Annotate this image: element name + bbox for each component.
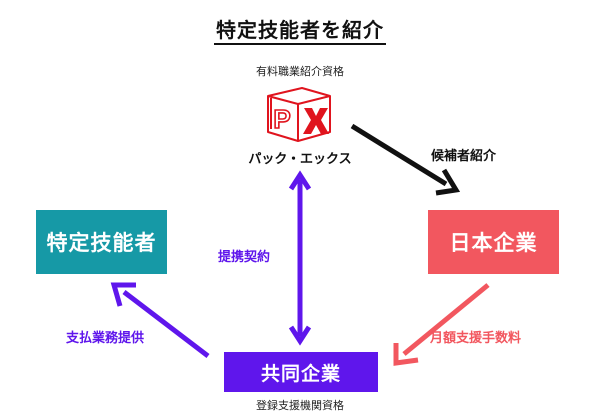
logo-label: パック・エックス (248, 152, 352, 167)
arrow-support-service (110, 282, 210, 358)
node-skilled-worker-label: 特定技能者 (46, 230, 157, 255)
pack-x-logo-icon: P (267, 87, 331, 142)
edge-label-referral: 候補者紹介 (431, 149, 497, 164)
arrow-referral (350, 123, 461, 196)
top-caption: 有料職業紹介資格 (256, 65, 344, 78)
edge-label-monthly-fee: 月額支援手数料 (430, 331, 522, 346)
node-skilled-worker: 特定技能者 (36, 210, 167, 274)
bottom-caption: 登録支援機関資格 (256, 399, 344, 412)
diagram-title: 特定技能者を紹介 (0, 18, 600, 45)
edge-label-support-service: 支払業務提供 (66, 331, 145, 346)
node-joint-company-label: 共同企業 (260, 362, 341, 385)
diagram-title-text: 特定技能者を紹介 (214, 18, 386, 45)
node-japanese-company: 日本企業 (428, 210, 559, 274)
node-japanese-company-label: 日本企業 (449, 230, 538, 255)
arrow-partnership (288, 170, 312, 346)
arrow-monthly-fee (393, 283, 490, 366)
edge-label-partnership: 提携契約 (218, 250, 271, 265)
node-joint-company: 共同企業 (224, 352, 378, 392)
svg-text:P: P (273, 104, 290, 134)
